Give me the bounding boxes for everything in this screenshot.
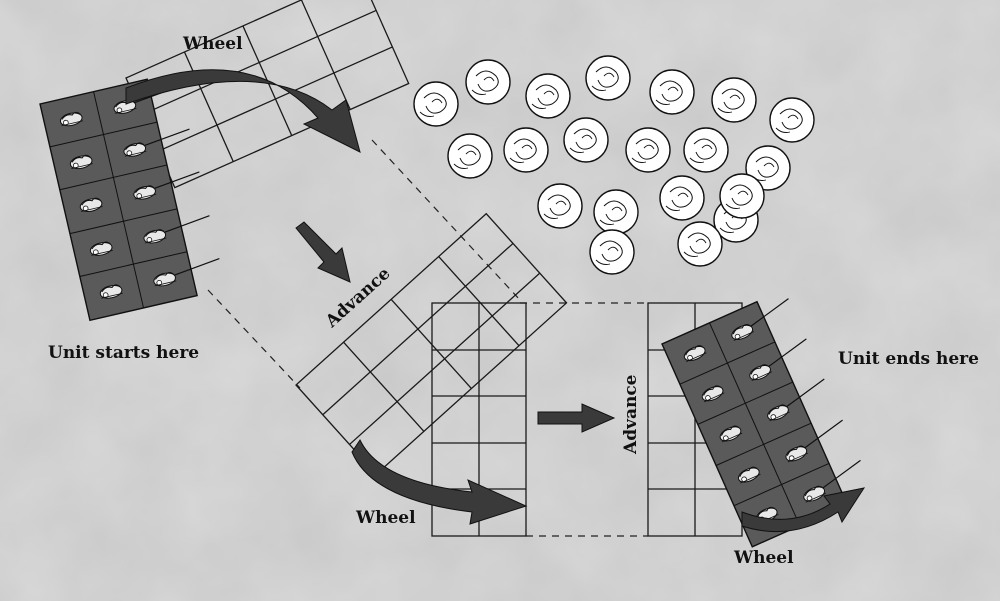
curved-arrow-icon xyxy=(351,438,528,525)
label-advance-vertical: Advance xyxy=(621,374,641,455)
straight-arrow-icon xyxy=(295,221,351,283)
label-unit-starts: Unit starts here xyxy=(48,343,199,363)
unit-start xyxy=(39,78,220,322)
label-unit-ends: Unit ends here xyxy=(838,349,979,369)
straight-arrow-icon xyxy=(537,403,616,433)
grid-after-advance xyxy=(295,212,568,476)
label-wheel-top: Wheel xyxy=(182,34,243,54)
label-wheel-bottom: Wheel xyxy=(733,548,794,568)
guide-lines xyxy=(207,139,648,537)
curved-arrow-icon xyxy=(125,69,361,153)
curved-arrow-icon xyxy=(741,487,866,533)
label-wheel-mid: Wheel xyxy=(355,508,416,528)
